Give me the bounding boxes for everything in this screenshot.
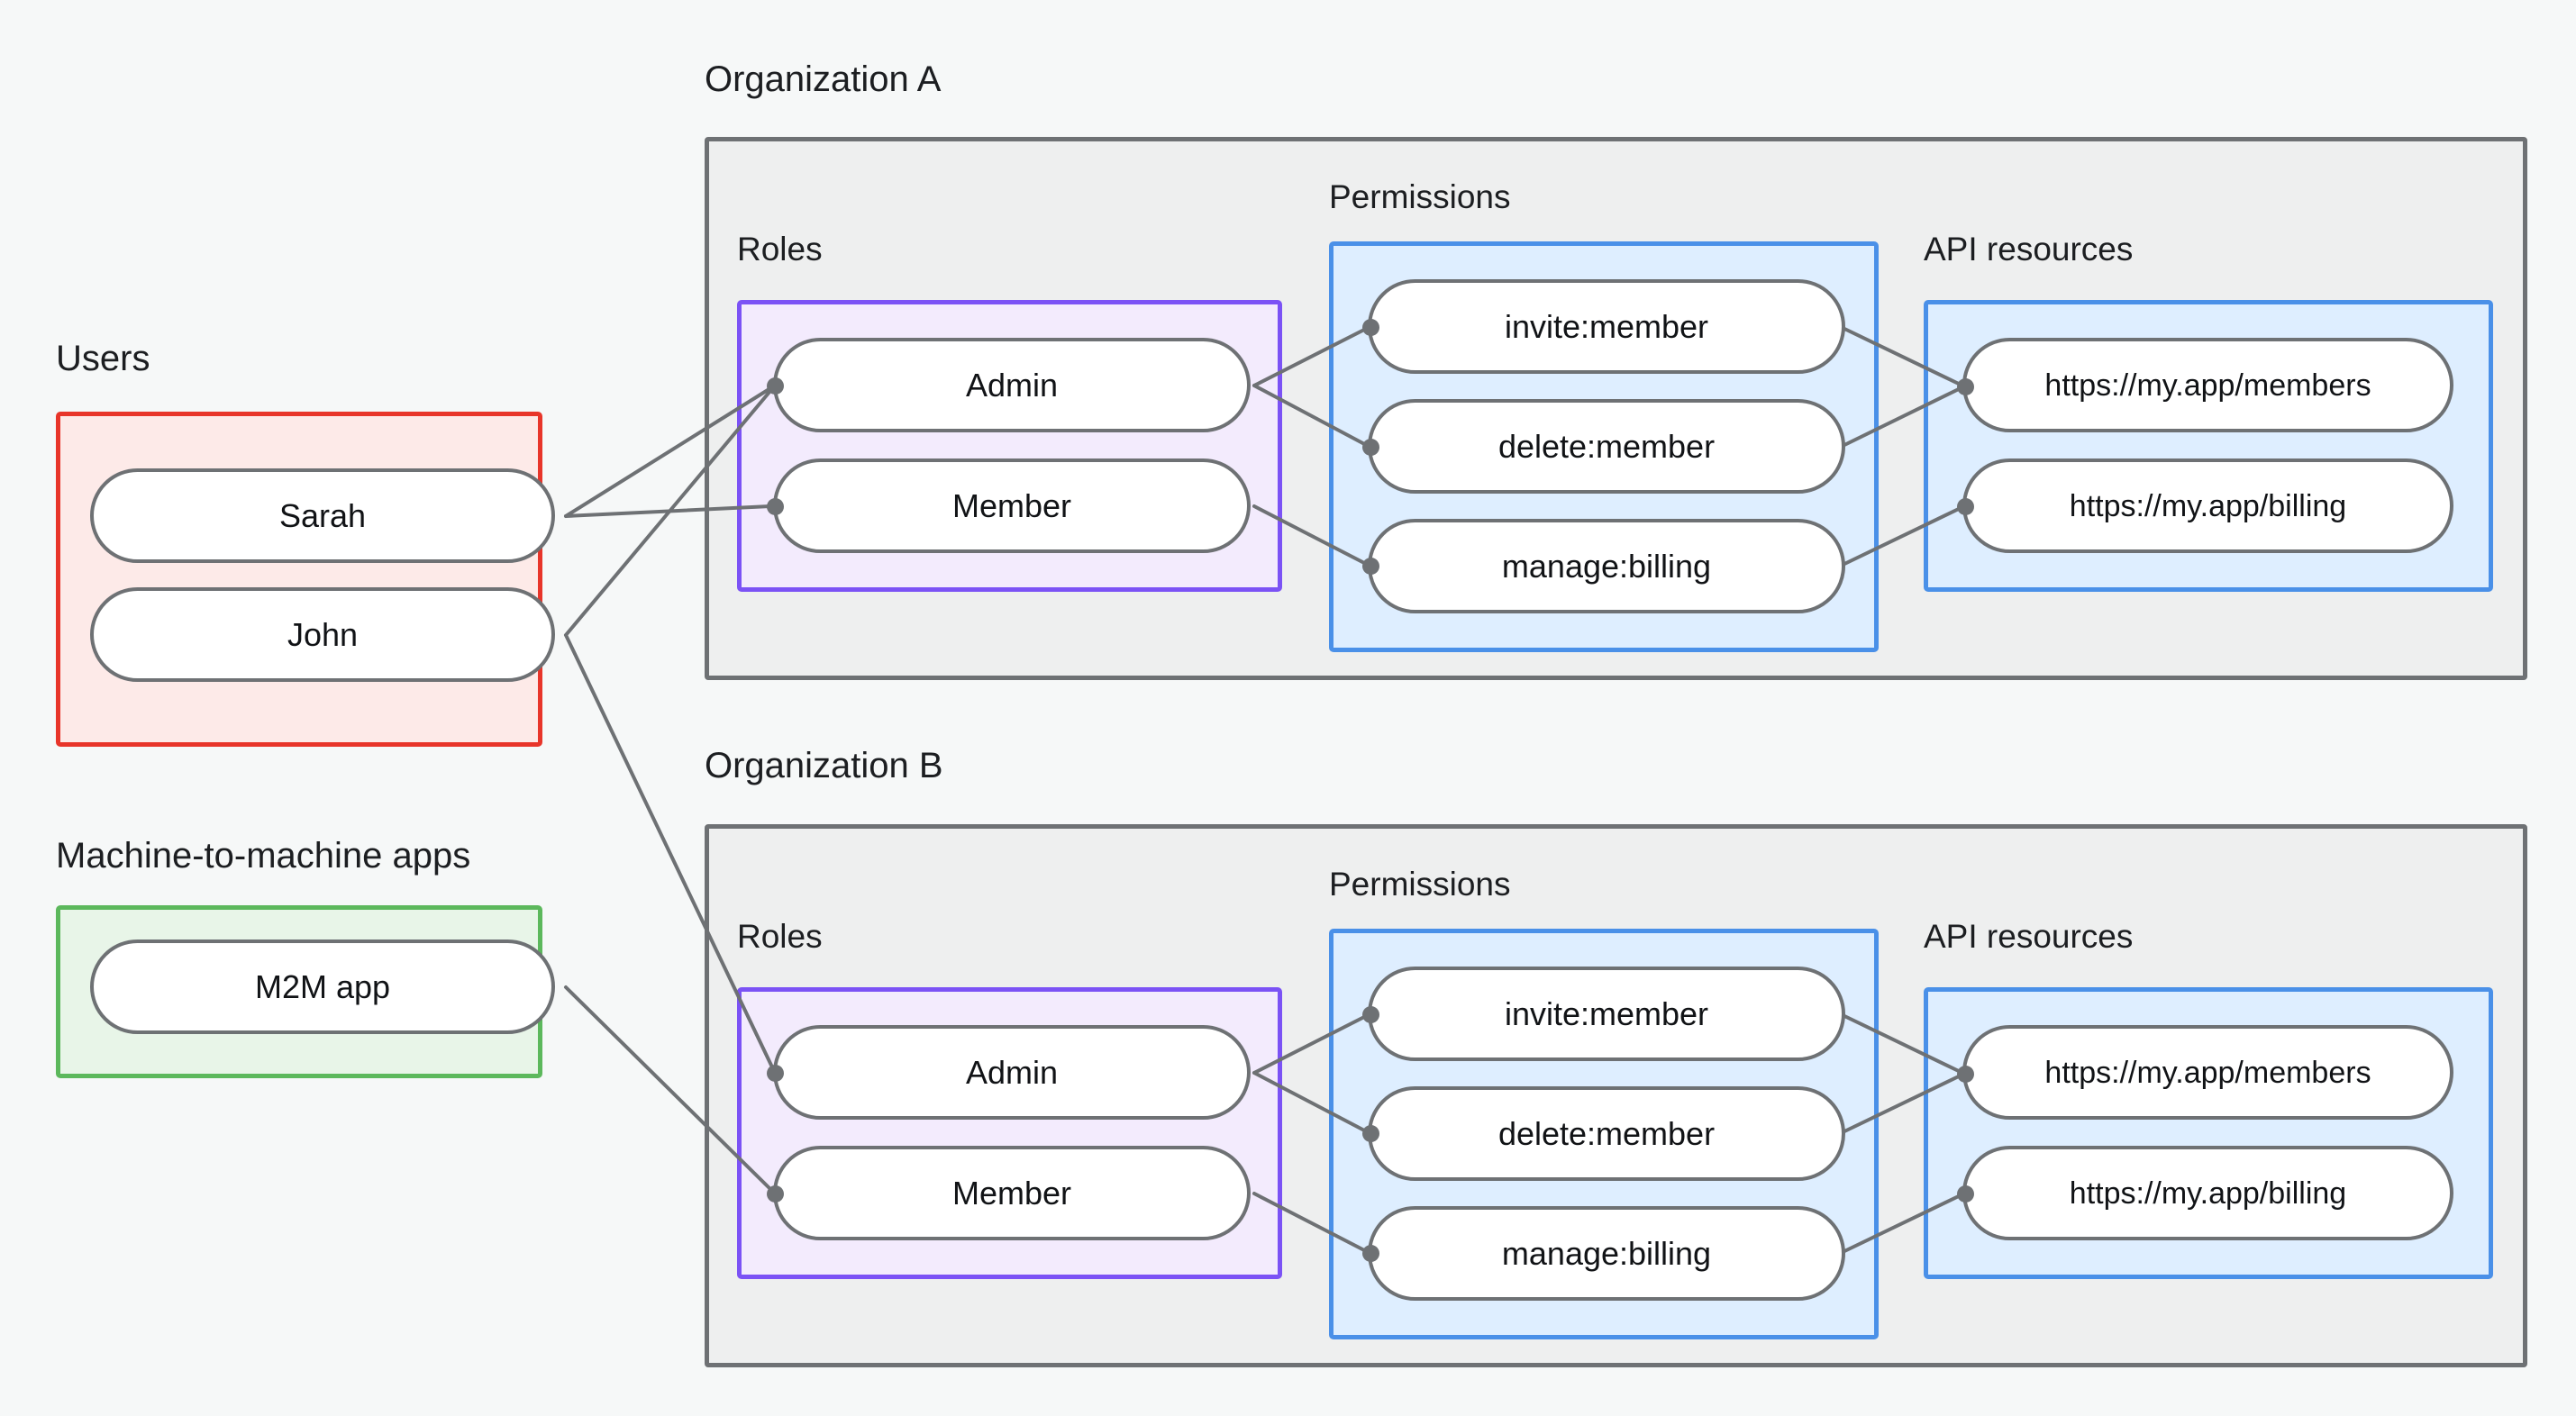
endpoint-dot-orgA-delete-left (1361, 438, 1379, 456)
endpoint-dot-orgB-member-left (766, 1185, 784, 1203)
orgB-api-resources-caption: API resources (1924, 918, 2134, 955)
orgA-role-node-admin[interactable]: Admin (773, 338, 1251, 432)
orgA-permission-node-delete-member[interactable]: delete:member (1368, 399, 1845, 494)
orgB-permission-node-manage-billing[interactable]: manage:billing (1368, 1206, 1845, 1301)
endpoint-dot-orgB-admin-left (766, 1064, 784, 1082)
endpoint-dot-orgA-billingres-left (1956, 497, 1974, 515)
endpoint-dot-orgA-billing-left (1361, 557, 1379, 575)
user-node-john[interactable]: John (90, 587, 555, 682)
orgA-permission-node-invite-member[interactable]: invite:member (1368, 279, 1845, 374)
orgA-roles-caption: Roles (737, 231, 823, 268)
users-caption: Users (56, 339, 150, 378)
orgB-api-node-billing[interactable]: https://my.app/billing (1962, 1146, 2453, 1240)
organization-b-caption: Organization B (705, 746, 943, 785)
endpoint-dot-orgB-delete-left (1361, 1124, 1379, 1142)
user-node-sarah[interactable]: Sarah (90, 468, 555, 563)
orgB-permission-node-invite-member[interactable]: invite:member (1368, 967, 1845, 1061)
m2m-caption: Machine-to-machine apps (56, 836, 471, 876)
orgB-roles-caption: Roles (737, 918, 823, 955)
organization-a-caption: Organization A (705, 59, 942, 99)
orgB-permissions-caption: Permissions (1329, 866, 1511, 903)
orgA-permissions-caption: Permissions (1329, 178, 1511, 215)
endpoint-dot-orgA-admin-left (766, 377, 784, 395)
endpoint-dot-orgA-members-left (1956, 377, 1974, 395)
endpoint-dot-orgA-member-left (766, 497, 784, 515)
orgB-api-node-members[interactable]: https://my.app/members (1962, 1025, 2453, 1120)
orgB-permission-node-delete-member[interactable]: delete:member (1368, 1086, 1845, 1181)
orgB-role-node-admin[interactable]: Admin (773, 1025, 1251, 1120)
orgA-permission-node-manage-billing[interactable]: manage:billing (1368, 519, 1845, 613)
orgA-role-node-member[interactable]: Member (773, 458, 1251, 553)
endpoint-dot-orgB-invite-left (1361, 1005, 1379, 1023)
m2m-node-app[interactable]: M2M app (90, 939, 555, 1034)
endpoint-dot-orgB-billing-left (1361, 1244, 1379, 1262)
endpoint-dot-orgB-billingres-left (1956, 1185, 1974, 1203)
orgA-api-node-members[interactable]: https://my.app/members (1962, 338, 2453, 432)
users-group (56, 412, 542, 747)
orgB-role-node-member[interactable]: Member (773, 1146, 1251, 1240)
orgA-api-node-billing[interactable]: https://my.app/billing (1962, 458, 2453, 553)
orgA-api-resources-caption: API resources (1924, 231, 2134, 268)
endpoint-dot-orgA-invite-left (1361, 318, 1379, 336)
endpoint-dot-orgB-members-left (1956, 1065, 1974, 1083)
